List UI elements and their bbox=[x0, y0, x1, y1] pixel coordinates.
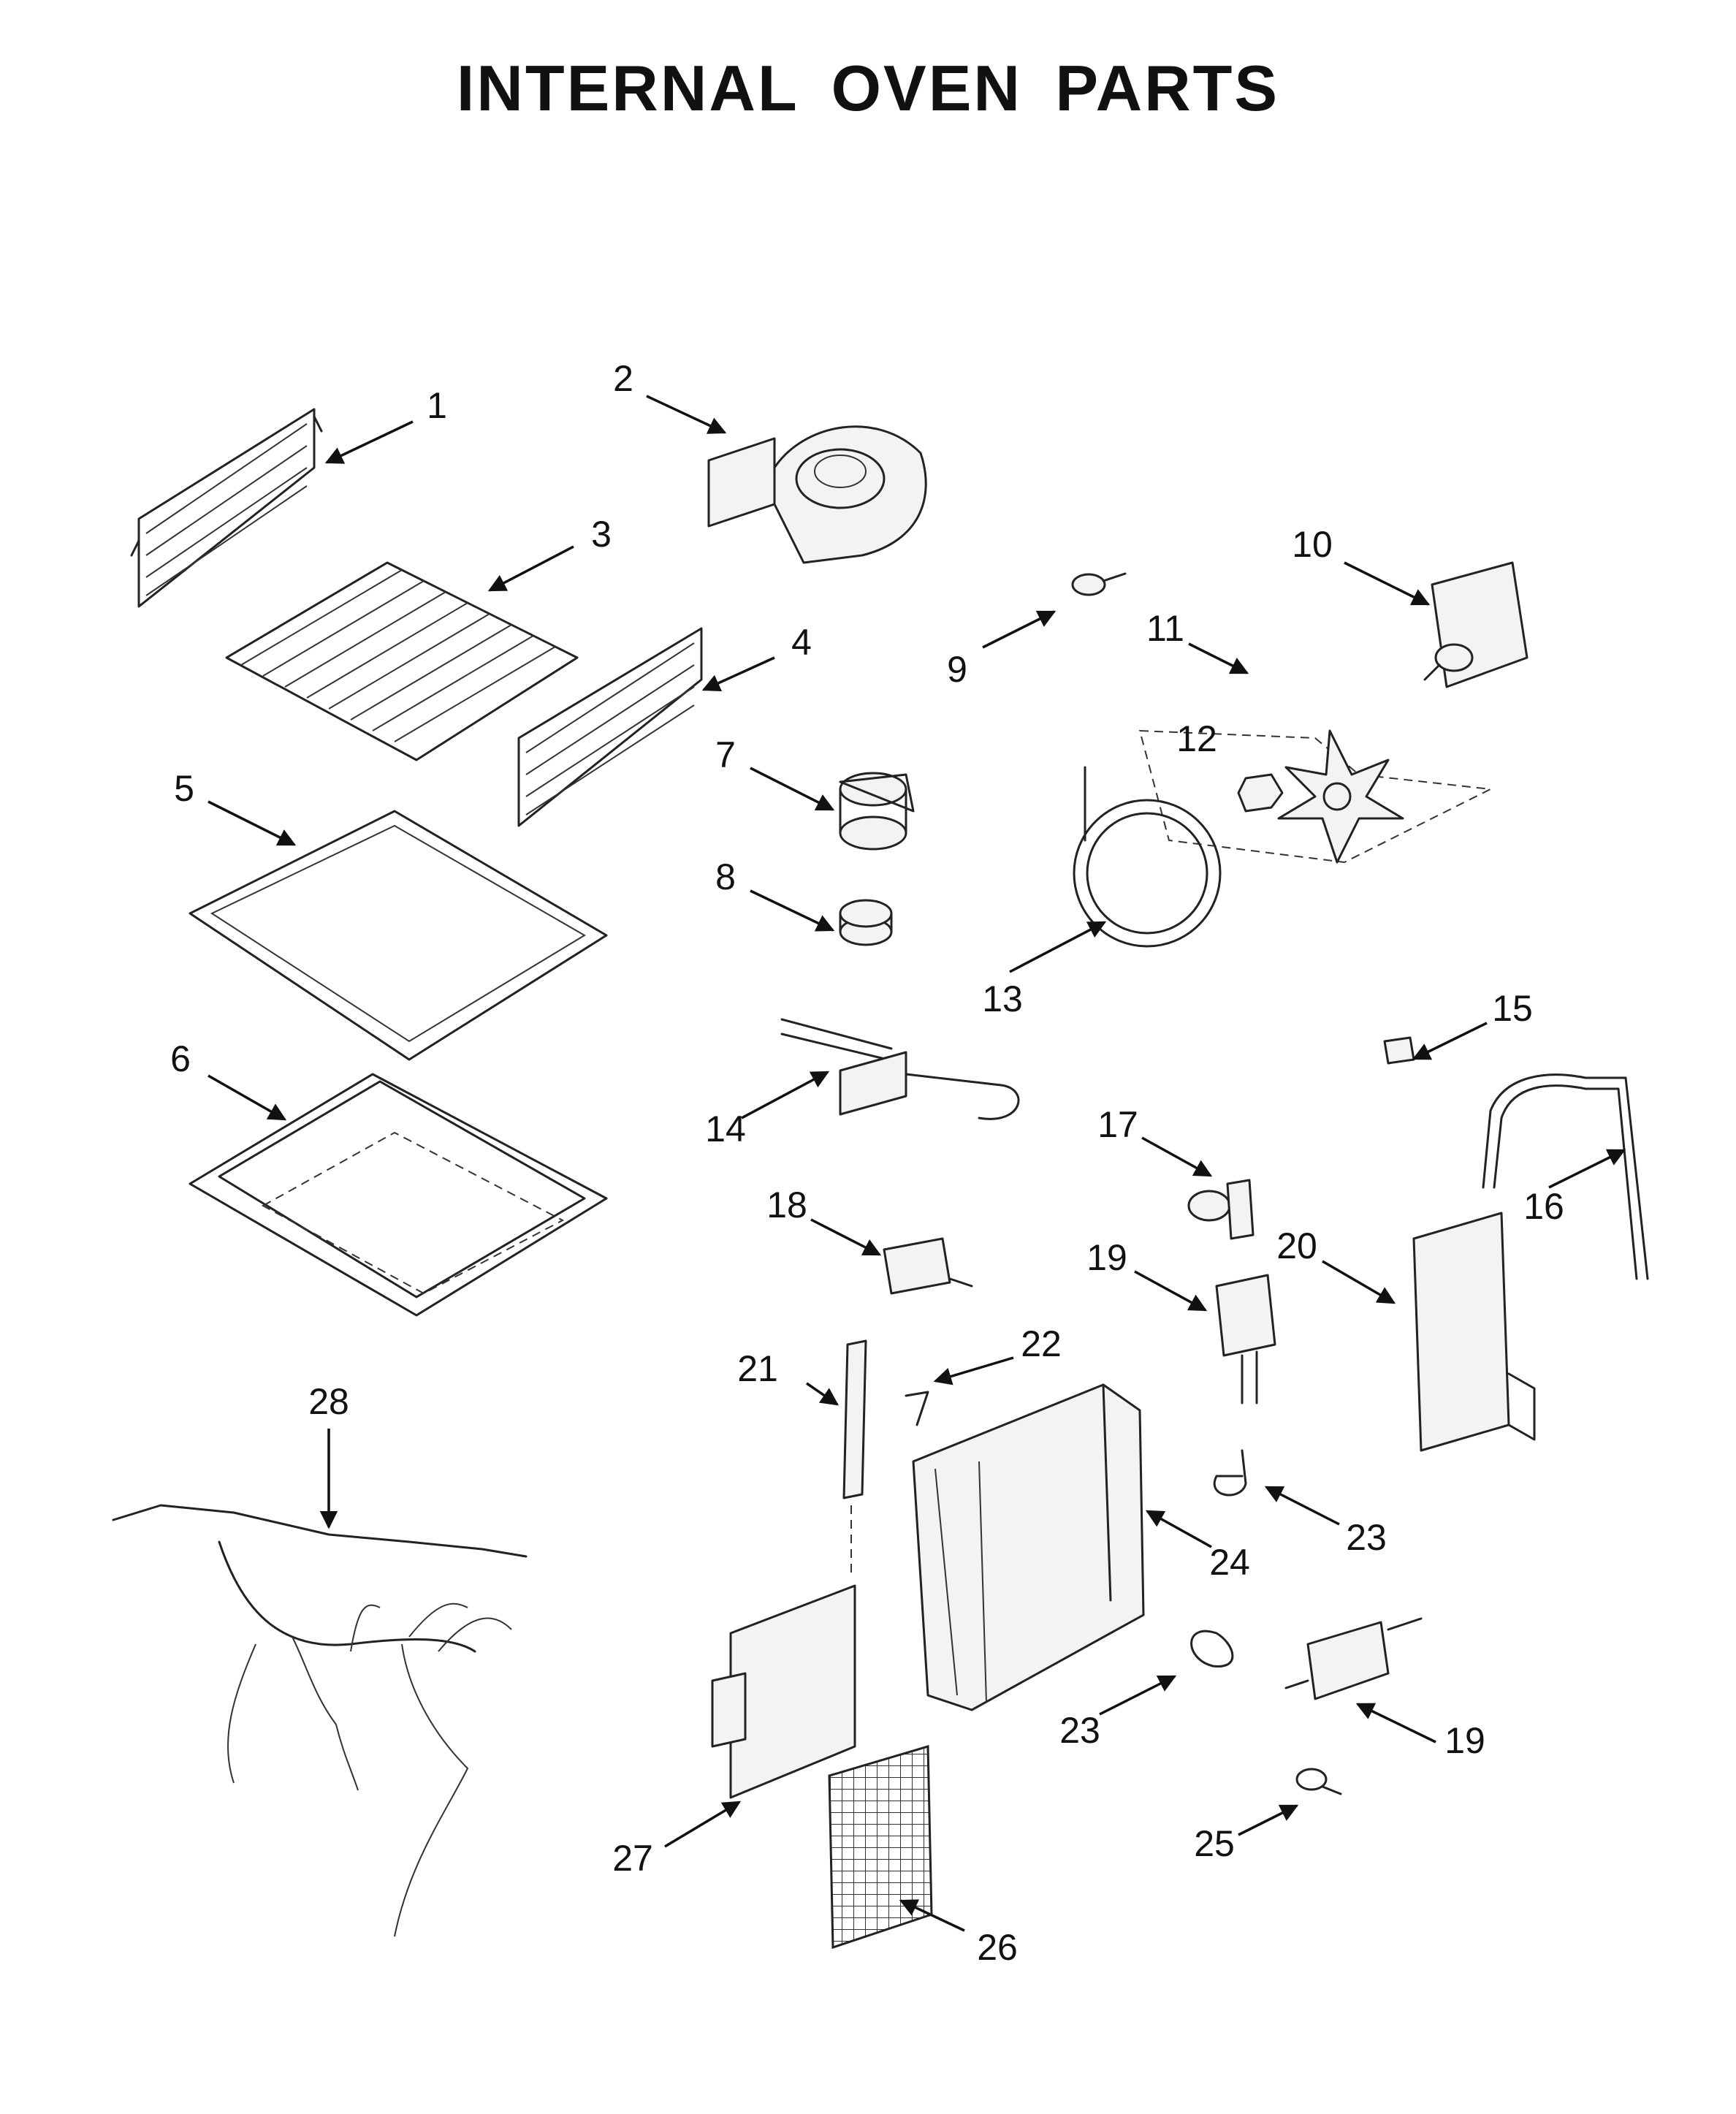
callout-23-upper: 23 bbox=[1346, 1517, 1387, 1558]
callout-22: 22 bbox=[1021, 1323, 1062, 1364]
callout-8: 8 bbox=[715, 856, 736, 897]
callout-labels: 1 2 3 4 5 6 7 8 9 10 11 12 13 14 15 16 1… bbox=[170, 358, 1564, 1968]
callout-7: 7 bbox=[715, 734, 736, 775]
callout-23-lower: 23 bbox=[1059, 1710, 1100, 1751]
wire-harness bbox=[112, 1504, 528, 1937]
callout-10: 10 bbox=[1292, 524, 1333, 565]
callout-21: 21 bbox=[737, 1348, 778, 1389]
callout-28: 28 bbox=[308, 1381, 349, 1422]
callout-9: 9 bbox=[947, 649, 967, 690]
level-sensor-tube bbox=[842, 1339, 867, 1578]
callout-1: 1 bbox=[427, 385, 447, 426]
callout-5: 5 bbox=[174, 768, 194, 809]
water-tank bbox=[711, 1584, 856, 1799]
fan-motor bbox=[839, 772, 915, 851]
callout-14: 14 bbox=[705, 1109, 746, 1149]
fitting bbox=[1383, 1036, 1415, 1065]
callout-18: 18 bbox=[766, 1185, 807, 1225]
callout-13: 13 bbox=[982, 978, 1023, 1019]
convection-element bbox=[1073, 766, 1222, 948]
callout-19-lower: 19 bbox=[1444, 1720, 1485, 1761]
motor-assembly bbox=[1423, 561, 1528, 688]
clip bbox=[905, 1391, 929, 1426]
hose-upper bbox=[1213, 1449, 1247, 1497]
meat-probe-jack bbox=[780, 1018, 1020, 1120]
callout-2: 2 bbox=[613, 358, 633, 399]
water-pump-upper bbox=[1215, 1274, 1276, 1404]
hose-lower bbox=[1190, 1630, 1234, 1668]
callout-15: 15 bbox=[1492, 988, 1533, 1029]
callout-6: 6 bbox=[170, 1038, 191, 1079]
rack-support-left bbox=[130, 408, 323, 608]
oven-rack bbox=[225, 561, 579, 761]
blower-assembly bbox=[707, 425, 927, 564]
callout-24: 24 bbox=[1209, 1542, 1250, 1583]
thermostat bbox=[1071, 572, 1127, 596]
callout-26: 26 bbox=[977, 1927, 1018, 1968]
callout-16: 16 bbox=[1523, 1186, 1564, 1227]
water-tank-housing bbox=[912, 1383, 1145, 1711]
valve-fitting bbox=[1187, 1179, 1255, 1240]
hex-nut bbox=[1237, 773, 1284, 813]
tube bbox=[1482, 1073, 1649, 1280]
hose-clamp bbox=[1295, 1768, 1342, 1795]
fan-blade bbox=[1138, 729, 1493, 864]
baking-tray bbox=[189, 810, 608, 1061]
page-title: INTERNAL OVEN PARTS bbox=[456, 52, 1280, 124]
callout-11: 11 bbox=[1146, 608, 1184, 649]
water-pump-lower bbox=[1284, 1617, 1423, 1700]
callout-3: 3 bbox=[591, 514, 612, 555]
steam-generator bbox=[1412, 1212, 1536, 1452]
callout-25: 25 bbox=[1194, 1823, 1235, 1864]
rack-support-right bbox=[517, 627, 703, 827]
callout-27: 27 bbox=[612, 1838, 653, 1879]
water-filter bbox=[828, 1745, 933, 1950]
callout-19-upper: 19 bbox=[1086, 1237, 1127, 1278]
leader-lines bbox=[208, 395, 1626, 1932]
switch bbox=[883, 1237, 973, 1295]
baking-pan bbox=[189, 1073, 608, 1317]
gasket-ring bbox=[839, 899, 893, 946]
callout-17: 17 bbox=[1097, 1104, 1138, 1145]
callout-4: 4 bbox=[791, 622, 812, 663]
callout-12: 12 bbox=[1176, 718, 1217, 759]
callout-20: 20 bbox=[1276, 1225, 1317, 1266]
